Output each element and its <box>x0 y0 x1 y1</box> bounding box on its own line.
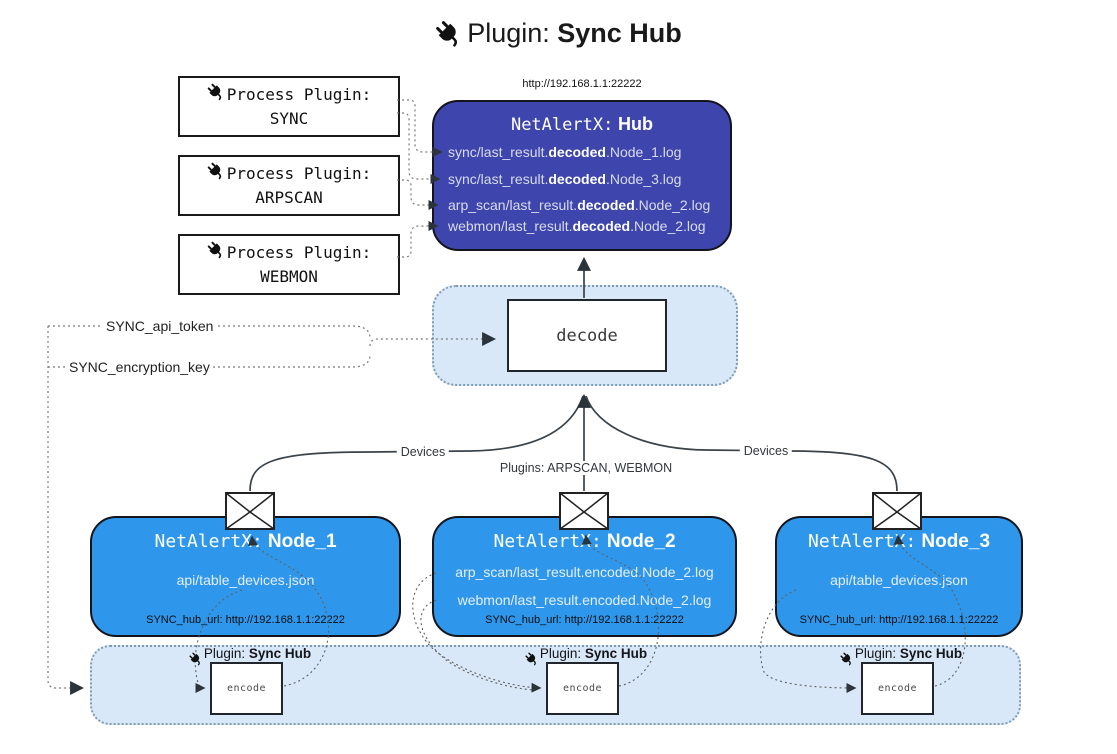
process-plugin-box-webmon: Process Plugin: WEBMON <box>178 234 400 295</box>
node-hub-url: SYNC_hub_url: http://192.168.1.1:22222 <box>799 614 999 626</box>
node-file: arp_scan/last_result.encoded.Node_2.log <box>455 564 714 580</box>
hub-log-entry: arp_scan/last_result.decoded.Node_2.log <box>448 197 711 213</box>
hub-box: NetAlertX: Hub sync/last_result.decoded.… <box>432 100 732 251</box>
process-plugin-name: WEBMON <box>260 267 318 286</box>
plug-icon <box>840 652 854 667</box>
edge-settings-to-encoders <box>47 326 85 695</box>
node-1-box: NetAlertX: Node_1 api/table_devices.json… <box>90 516 401 637</box>
process-plugin-label: Process Plugin: <box>226 243 372 263</box>
node-hub-url: SYNC_hub_url: http://192.168.1.1:22222 <box>146 614 345 626</box>
edge-devices-left <box>249 395 584 492</box>
edge-arpscan-to-log3 <box>397 179 439 210</box>
envelope-icon-node2 <box>559 492 609 535</box>
node-file: api/table_devices.json <box>830 572 968 588</box>
process-plugin-name: SYNC <box>269 109 309 128</box>
process-plugin-label: Process Plugin: <box>226 85 372 105</box>
process-plugin-box-sync: Process Plugin: SYNC <box>178 76 400 137</box>
edge-webmon-to-log4 <box>397 221 439 258</box>
encode-box-2: encode <box>546 662 619 715</box>
page-title: Plugin: Sync Hub <box>0 18 1117 55</box>
devices-right-label: Devices <box>739 444 793 458</box>
plug-icon <box>435 20 463 55</box>
encoder-plugin-label-2: Plugin: Sync Hub <box>525 646 647 667</box>
plugins-mid-label: Plugins: ARPSCAN, WEBMON <box>495 461 677 475</box>
envelope-icon-node3 <box>872 492 922 535</box>
encode-box-1: encode <box>210 662 283 715</box>
hub-log-entry: webmon/last_result.decoded.Node_2.log <box>448 218 706 234</box>
node-file: webmon/last_result.encoded.Node_2.log <box>457 592 712 608</box>
hub-title: NetAlertX: Hub <box>510 114 654 135</box>
title-prefix: Plugin: <box>467 18 550 48</box>
sync-encryption-key-label: SYNC_encryption_key <box>66 359 213 375</box>
plug-icon <box>525 652 539 667</box>
decode-box: decode <box>507 299 667 372</box>
plug-icon <box>207 241 225 265</box>
encoder-plugin-label-1: Plugin: Sync Hub <box>189 646 311 667</box>
title-name: Sync Hub <box>557 18 682 48</box>
encoder-plugin-label-3: Plugin: Sync Hub <box>840 646 962 667</box>
hub-log-entry: sync/last_result.decoded.Node_1.log <box>448 144 682 160</box>
process-plugin-label: Process Plugin: <box>226 164 372 184</box>
plug-icon <box>207 83 225 107</box>
encode-box-3: encode <box>861 662 934 715</box>
node-hub-url: SYNC_hub_url: http://192.168.1.1:22222 <box>485 614 684 626</box>
plug-icon <box>207 162 225 186</box>
sync-api-token-label: SYNC_api_token <box>103 318 217 334</box>
process-plugin-box-arpscan: Process Plugin: ARPSCAN <box>178 155 400 216</box>
hub-url-label: http://192.168.1.1:22222 <box>522 78 642 90</box>
node-file: api/table_devices.json <box>176 572 315 588</box>
hub-log-entry: sync/last_result.decoded.Node_3.log <box>448 171 682 187</box>
devices-left-label: Devices <box>396 445 450 459</box>
process-plugin-name: ARPSCAN <box>255 188 323 207</box>
envelope-icon-node1 <box>225 492 275 535</box>
plug-icon <box>189 652 203 667</box>
